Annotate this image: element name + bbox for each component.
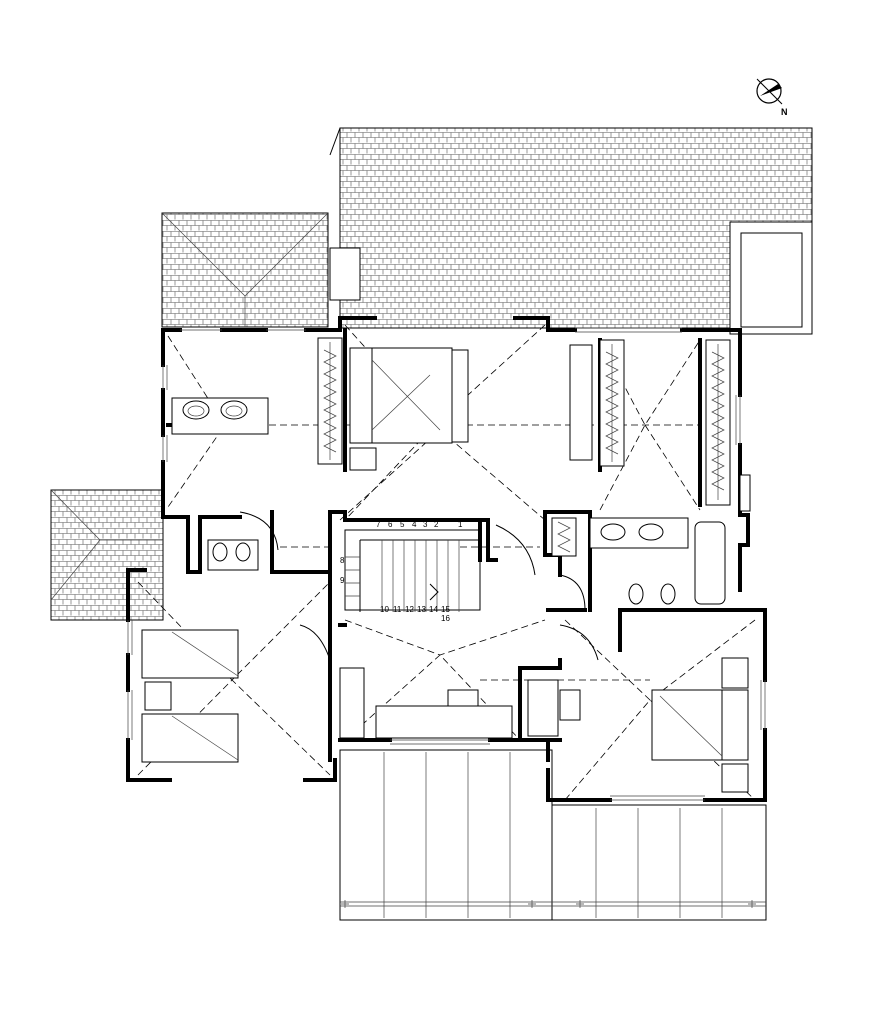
- bed-top-center: [349, 347, 469, 471]
- twin-beds: [141, 629, 239, 763]
- wardrobe-1: [317, 337, 343, 465]
- roof-far-left: [50, 489, 164, 621]
- stair-step-numbers: 1 2 3 4 5 6 7 8 9 10 11 12 13 14 15 16: [340, 520, 463, 623]
- step-11: 11: [393, 605, 402, 614]
- door-swing-3: [495, 524, 536, 576]
- skylight-inner: [740, 232, 803, 328]
- step-16: 16: [441, 614, 450, 623]
- step-5: 5: [400, 520, 405, 529]
- step-4: 4: [412, 520, 417, 529]
- windows: [127, 327, 766, 801]
- right-bath: [589, 474, 751, 605]
- sink-left: [182, 400, 210, 420]
- terrace-pergola: [339, 749, 767, 921]
- step-12: 12: [405, 605, 414, 614]
- door-swing-2: [299, 624, 331, 661]
- chimney-block: [329, 247, 361, 301]
- doors: [239, 511, 599, 661]
- staircase: 1 2 3 4 5 6 7 8 9 10 11 12 13 14 15 16: [340, 520, 481, 623]
- door-swing-1: [239, 511, 279, 551]
- door-swing-4: [559, 574, 586, 611]
- step-6: 6: [388, 520, 393, 529]
- roof-left-hip-lines: [161, 212, 329, 327]
- wardrobe-2: [599, 339, 625, 467]
- step-15: 15: [441, 605, 450, 614]
- sink-right: [220, 400, 248, 420]
- bathtub: [694, 521, 726, 605]
- wardrobe-4: [551, 517, 577, 557]
- step-1: 1: [458, 520, 463, 529]
- step-14: 14: [429, 605, 438, 614]
- step-3: 3: [423, 520, 428, 529]
- step-8: 8: [340, 556, 345, 565]
- roof-far-left-hip-lines: [50, 489, 163, 601]
- small-wc: [207, 539, 259, 571]
- fixtures: [141, 337, 751, 793]
- desk-upper-right: [569, 344, 593, 461]
- step-13: 13: [417, 605, 426, 614]
- step-2: 2: [434, 520, 439, 529]
- north-label: N: [781, 107, 788, 117]
- door-swing-5: [559, 624, 599, 661]
- wardrobe-3: [705, 339, 731, 506]
- step-10: 10: [380, 605, 389, 614]
- step-9: 9: [340, 576, 345, 585]
- north-arrow: N: [756, 78, 788, 117]
- hall-desk: [339, 667, 513, 739]
- roof-areas: [50, 127, 813, 621]
- bed-lower-right: [527, 657, 749, 793]
- step-7: 7: [376, 520, 381, 529]
